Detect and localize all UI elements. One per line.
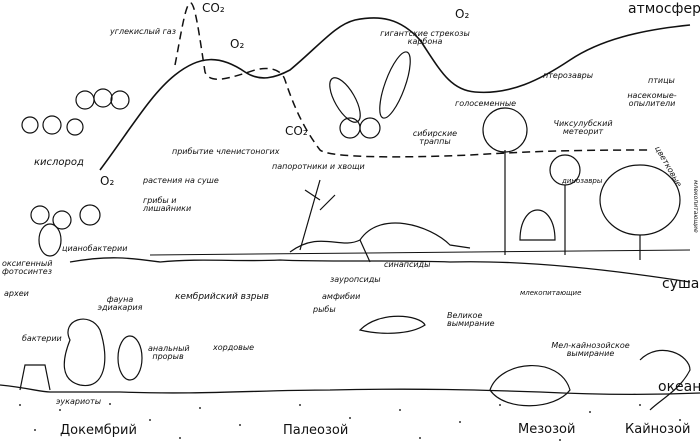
cambrian-explosion-label: кембрийский взрыв xyxy=(175,292,269,302)
meteorite-label: Чиксулубский метеорит xyxy=(553,119,613,137)
mammals-vertical-label: млекопитающие xyxy=(692,180,699,233)
fish-label: рыбы xyxy=(313,305,336,314)
co2-peak-label: CO₂ xyxy=(202,1,225,15)
co2-low-label: CO₂ xyxy=(285,124,308,138)
land-line xyxy=(69,257,691,283)
creature-drawings xyxy=(19,209,691,411)
o2-top-label: O₂ xyxy=(455,7,470,21)
ediacara-label: фауна эдиакария xyxy=(97,295,143,313)
carbon-dioxide-curve xyxy=(174,2,651,158)
o2-mid-label: O₂ xyxy=(230,37,245,51)
era-paleozoic: Палеозой xyxy=(283,423,349,438)
gymnosperms-label: голосеменные xyxy=(455,99,517,108)
sea-floor-line xyxy=(0,384,700,396)
carbon-dioxide-label: углекислый газ xyxy=(110,27,176,36)
land-zone-label: суша xyxy=(662,276,700,292)
era-cenozoic: Кайнозой xyxy=(625,422,691,437)
o2-low-label: O₂ xyxy=(100,174,115,188)
tree-drawings xyxy=(299,107,681,260)
amphibians-label: амфибии xyxy=(322,292,361,301)
oxygen-label: кислород xyxy=(34,157,84,168)
sauropsids-label: зауропсиды xyxy=(330,275,381,284)
oxygen-curve xyxy=(99,17,691,171)
eukaryotes-label: эукариоты xyxy=(56,397,102,406)
archaea-label: археи xyxy=(4,289,29,298)
sediment-dots xyxy=(19,403,681,441)
arthropods-label: прибытие членистоногих xyxy=(172,147,280,156)
photosynthesis-label: оксигенный фотосинтез xyxy=(2,259,53,277)
kt-extinction-label: Мел-кайнозойское вымирание xyxy=(551,341,630,359)
great-extinction-label: Великое вымирание xyxy=(447,311,495,329)
chordates-label: хордовые xyxy=(213,343,255,352)
dragonflies-label: гигантские стрекозы карбона xyxy=(380,29,470,47)
siberian-traps-label: сибирские траппы xyxy=(412,129,458,147)
synapsids-label: синапсиды xyxy=(384,260,431,269)
birds-label: птицы xyxy=(648,76,675,85)
land-surface-line xyxy=(149,249,691,256)
ocean-zone-label: океан xyxy=(658,379,700,395)
era-mesozoic: Мезозой xyxy=(518,422,576,437)
ferns-label: папоротники и хвощи xyxy=(272,162,365,171)
mammals-label: млекопитающие xyxy=(520,289,582,297)
atmosphere-label: атмосфера xyxy=(628,1,700,17)
bacteria-drawings xyxy=(21,88,130,257)
fungi-label: грибы и лишайники xyxy=(143,196,192,214)
land-plants-label: растения на суше xyxy=(143,176,219,185)
cyanobacteria-label: цианобактерии xyxy=(62,244,128,253)
era-precambrian: Докембрий xyxy=(60,423,137,438)
dragonfly-drawing xyxy=(329,51,411,139)
pollinators-label: насекомые-опылители xyxy=(627,91,677,109)
anal-breakthrough-label: анальный прорыв xyxy=(148,344,190,362)
dinosaurs-label: динозавры xyxy=(562,177,603,185)
bacteria-label: бактерии xyxy=(22,334,62,343)
pterosaurs-label: птерозавры xyxy=(543,71,594,80)
